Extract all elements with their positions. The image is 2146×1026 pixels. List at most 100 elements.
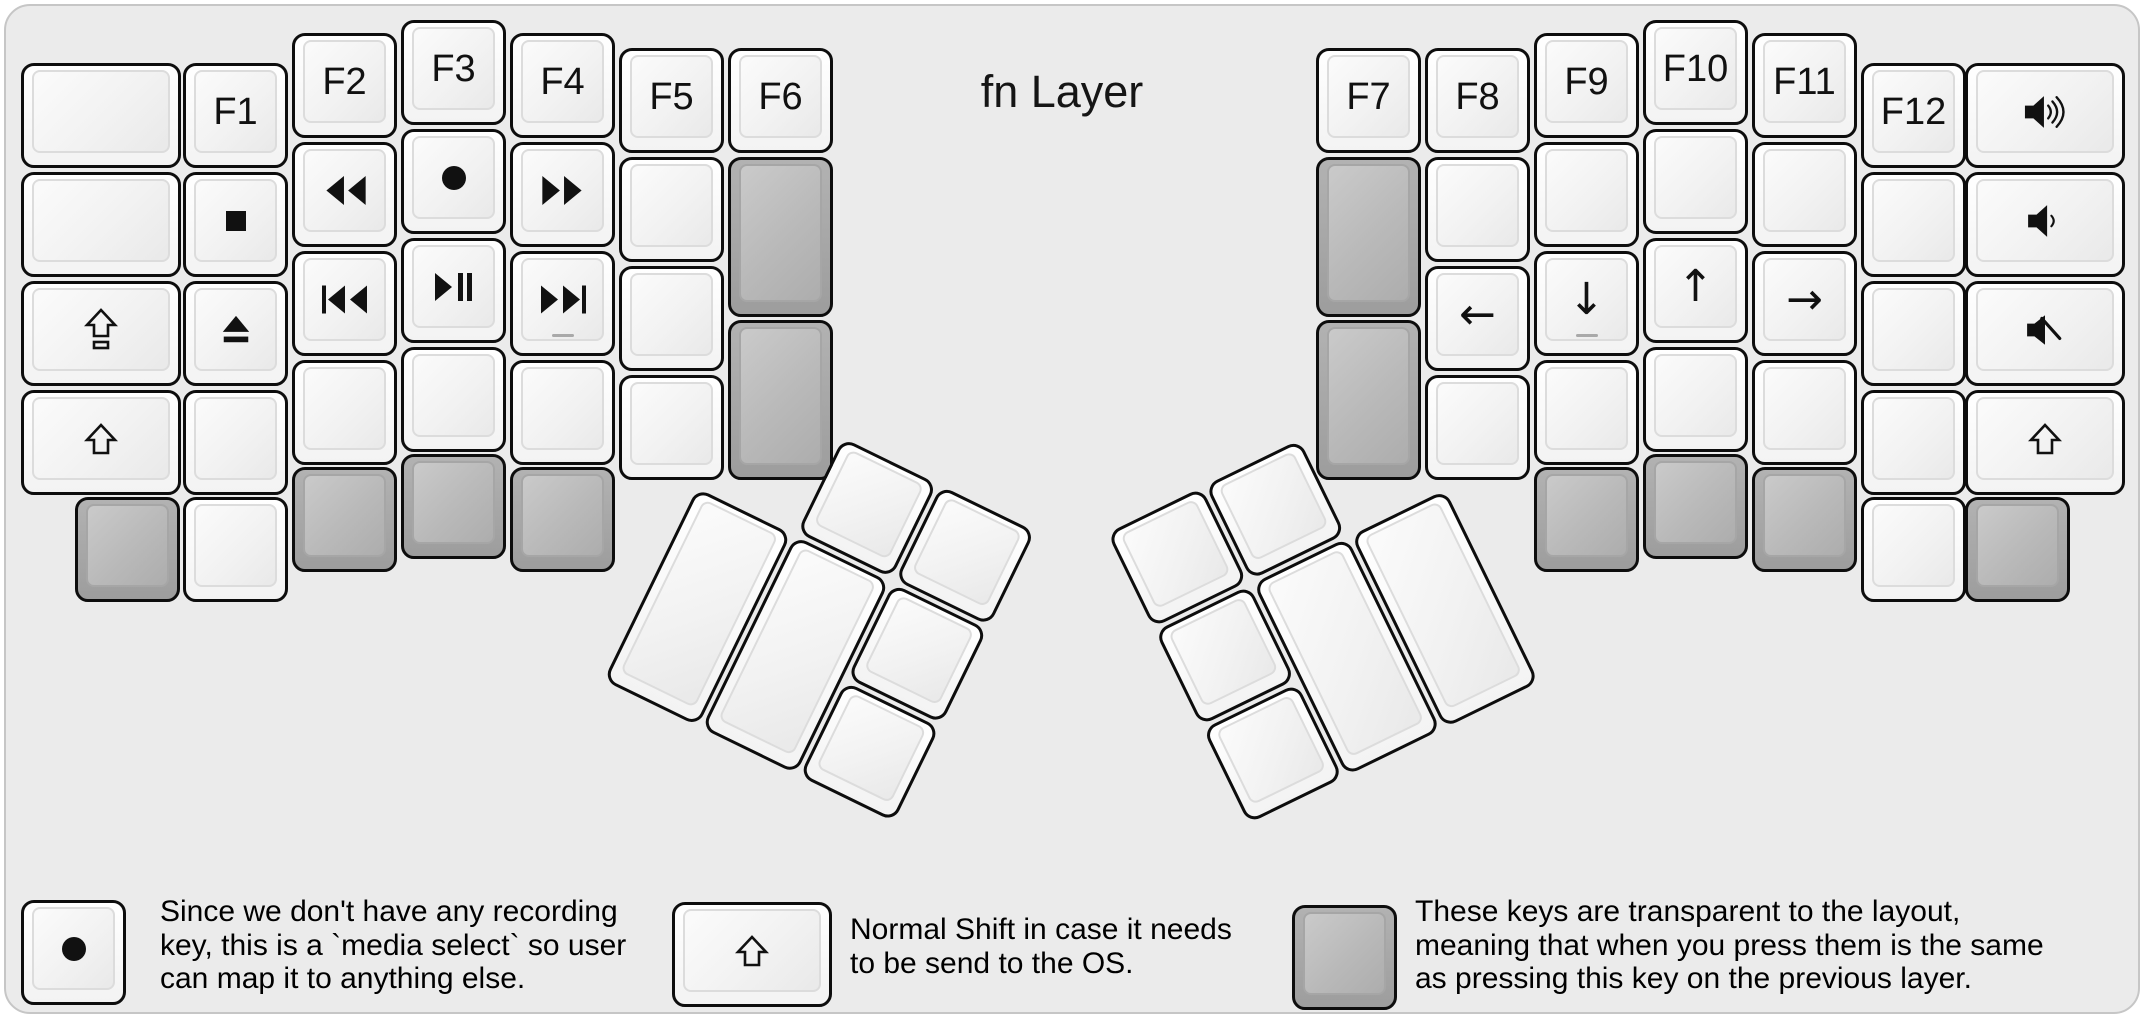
key-arrow-down[interactable]: ↓ xyxy=(1534,251,1639,356)
keycap-top xyxy=(194,397,277,480)
key-media-stop[interactable] xyxy=(183,172,288,277)
keycap-top xyxy=(1872,179,1955,262)
key-rewind[interactable] xyxy=(292,142,397,247)
key-left-inner-transparent-1[interactable] xyxy=(728,157,833,317)
key-right-c4-transparent[interactable] xyxy=(1534,467,1639,572)
key-right-c2-transparent[interactable] xyxy=(1752,467,1857,572)
key-right-c4-r4[interactable] xyxy=(1534,360,1639,465)
key-f10[interactable]: F10 xyxy=(1643,20,1748,125)
keycap-top xyxy=(32,70,170,153)
key-right-c4-r2[interactable] xyxy=(1534,142,1639,247)
key-volume-down[interactable] xyxy=(1965,172,2125,277)
key-shift-left[interactable] xyxy=(21,390,181,495)
key-left-c3-r4[interactable] xyxy=(401,347,506,452)
keycap-top: ← xyxy=(1436,273,1519,356)
key-label: ↑ xyxy=(1677,260,1714,312)
key-left-outer-r1[interactable] xyxy=(21,63,181,168)
key-left-c1-r4[interactable] xyxy=(183,390,288,495)
key-f2[interactable]: F2 xyxy=(292,33,397,138)
keycap-top xyxy=(303,367,386,450)
key-left-c5-r2[interactable] xyxy=(619,157,724,262)
keycap-top xyxy=(521,149,604,232)
key-f1[interactable]: F1 xyxy=(183,63,288,168)
keycap-top xyxy=(1976,70,2114,153)
key-left-bottom-transparent[interactable] xyxy=(75,497,180,602)
keycap-top: F11 xyxy=(1763,40,1846,123)
key-volume-up[interactable] xyxy=(1965,63,2125,168)
volume-mute-icon xyxy=(2025,312,2065,348)
key-left-c3-transparent[interactable] xyxy=(401,454,506,559)
key-left-c1-bottom[interactable] xyxy=(183,497,288,602)
legend-text-line: Since we don't have any recording xyxy=(160,895,618,928)
key-fast-forward[interactable] xyxy=(510,142,615,247)
key-right-c3-r4[interactable] xyxy=(1643,347,1748,452)
keycap-top xyxy=(630,273,713,356)
key-volume-mute[interactable] xyxy=(1965,281,2125,386)
key-right-c5-r2[interactable] xyxy=(1425,157,1530,262)
key-left-c2-transparent[interactable] xyxy=(292,467,397,572)
key-f6[interactable]: F6 xyxy=(728,48,833,153)
key-f4[interactable]: F4 xyxy=(510,33,615,138)
caps-lock-icon xyxy=(83,307,119,352)
key-arrow-up[interactable]: ↑ xyxy=(1643,238,1748,343)
key-right-bottom-transparent[interactable] xyxy=(1965,497,2070,602)
key-shift-right[interactable] xyxy=(1965,390,2125,495)
key-f12[interactable]: F12 xyxy=(1861,63,1966,168)
key-right-inner-transparent-1[interactable] xyxy=(1316,157,1421,317)
key-left-c5-r4[interactable] xyxy=(619,375,724,480)
keycap-top xyxy=(1976,288,2114,371)
key-next-track[interactable] xyxy=(510,251,615,356)
key-right-inner-transparent-2[interactable] xyxy=(1316,320,1421,480)
key-label: F8 xyxy=(1455,75,1500,118)
key-caps-lock[interactable] xyxy=(21,281,181,386)
key-left-c4-transparent[interactable] xyxy=(510,467,615,572)
keycap-top: F3 xyxy=(412,27,495,110)
key-left-c5-r3[interactable] xyxy=(619,266,724,371)
key-f11[interactable]: F11 xyxy=(1752,33,1857,138)
key-label: F1 xyxy=(213,90,258,133)
homing-bar xyxy=(551,334,574,337)
keycap-top xyxy=(1327,164,1410,302)
key-f9[interactable]: F9 xyxy=(1534,33,1639,138)
keycap-top xyxy=(32,288,170,371)
keycap-top xyxy=(1436,164,1519,247)
key-right-c2-r2[interactable] xyxy=(1752,142,1857,247)
key-previous-track[interactable] xyxy=(292,251,397,356)
key-f8[interactable]: F8 xyxy=(1425,48,1530,153)
keycap-top: → xyxy=(1763,258,1846,341)
key-f3[interactable]: F3 xyxy=(401,20,506,125)
key-label: F5 xyxy=(649,75,694,118)
key-eject[interactable] xyxy=(183,281,288,386)
legend-text-3: These keys are transparent to the layout… xyxy=(1415,895,2044,996)
key-label: F4 xyxy=(540,60,585,103)
key-right-c2-r4[interactable] xyxy=(1752,360,1857,465)
key-right-c1-r4[interactable] xyxy=(1861,390,1966,495)
key-right-c3-r2[interactable] xyxy=(1643,129,1748,234)
keycap-top xyxy=(1303,912,1386,995)
key-right-c1-r3[interactable] xyxy=(1861,281,1966,386)
keycap-top xyxy=(521,258,604,341)
key-media-select-record[interactable] xyxy=(401,129,506,234)
keycap-top xyxy=(1545,367,1628,450)
keycap-top xyxy=(1654,461,1737,544)
key-left-c2-r4[interactable] xyxy=(292,360,397,465)
stop-icon xyxy=(221,206,251,236)
key-right-c1-bottom[interactable] xyxy=(1861,497,1966,602)
key-arrow-right[interactable]: → xyxy=(1752,251,1857,356)
key-left-inner-transparent-2[interactable] xyxy=(728,320,833,480)
key-right-c5-r4[interactable] xyxy=(1425,375,1530,480)
key-play-pause[interactable] xyxy=(401,238,506,343)
key-left-outer-r2[interactable] xyxy=(21,172,181,277)
key-right-c3-transparent[interactable] xyxy=(1643,454,1748,559)
keycap-top: F7 xyxy=(1327,55,1410,138)
legend-text-line: can map it to anything else. xyxy=(160,962,526,995)
key-arrow-left[interactable]: ← xyxy=(1425,266,1530,371)
key-f7[interactable]: F7 xyxy=(1316,48,1421,153)
keycap-top xyxy=(1763,149,1846,232)
key-right-c1-r2[interactable] xyxy=(1861,172,1966,277)
key-left-c4-r4[interactable] xyxy=(510,360,615,465)
keycap-top xyxy=(86,504,169,587)
key-f5[interactable]: F5 xyxy=(619,48,724,153)
